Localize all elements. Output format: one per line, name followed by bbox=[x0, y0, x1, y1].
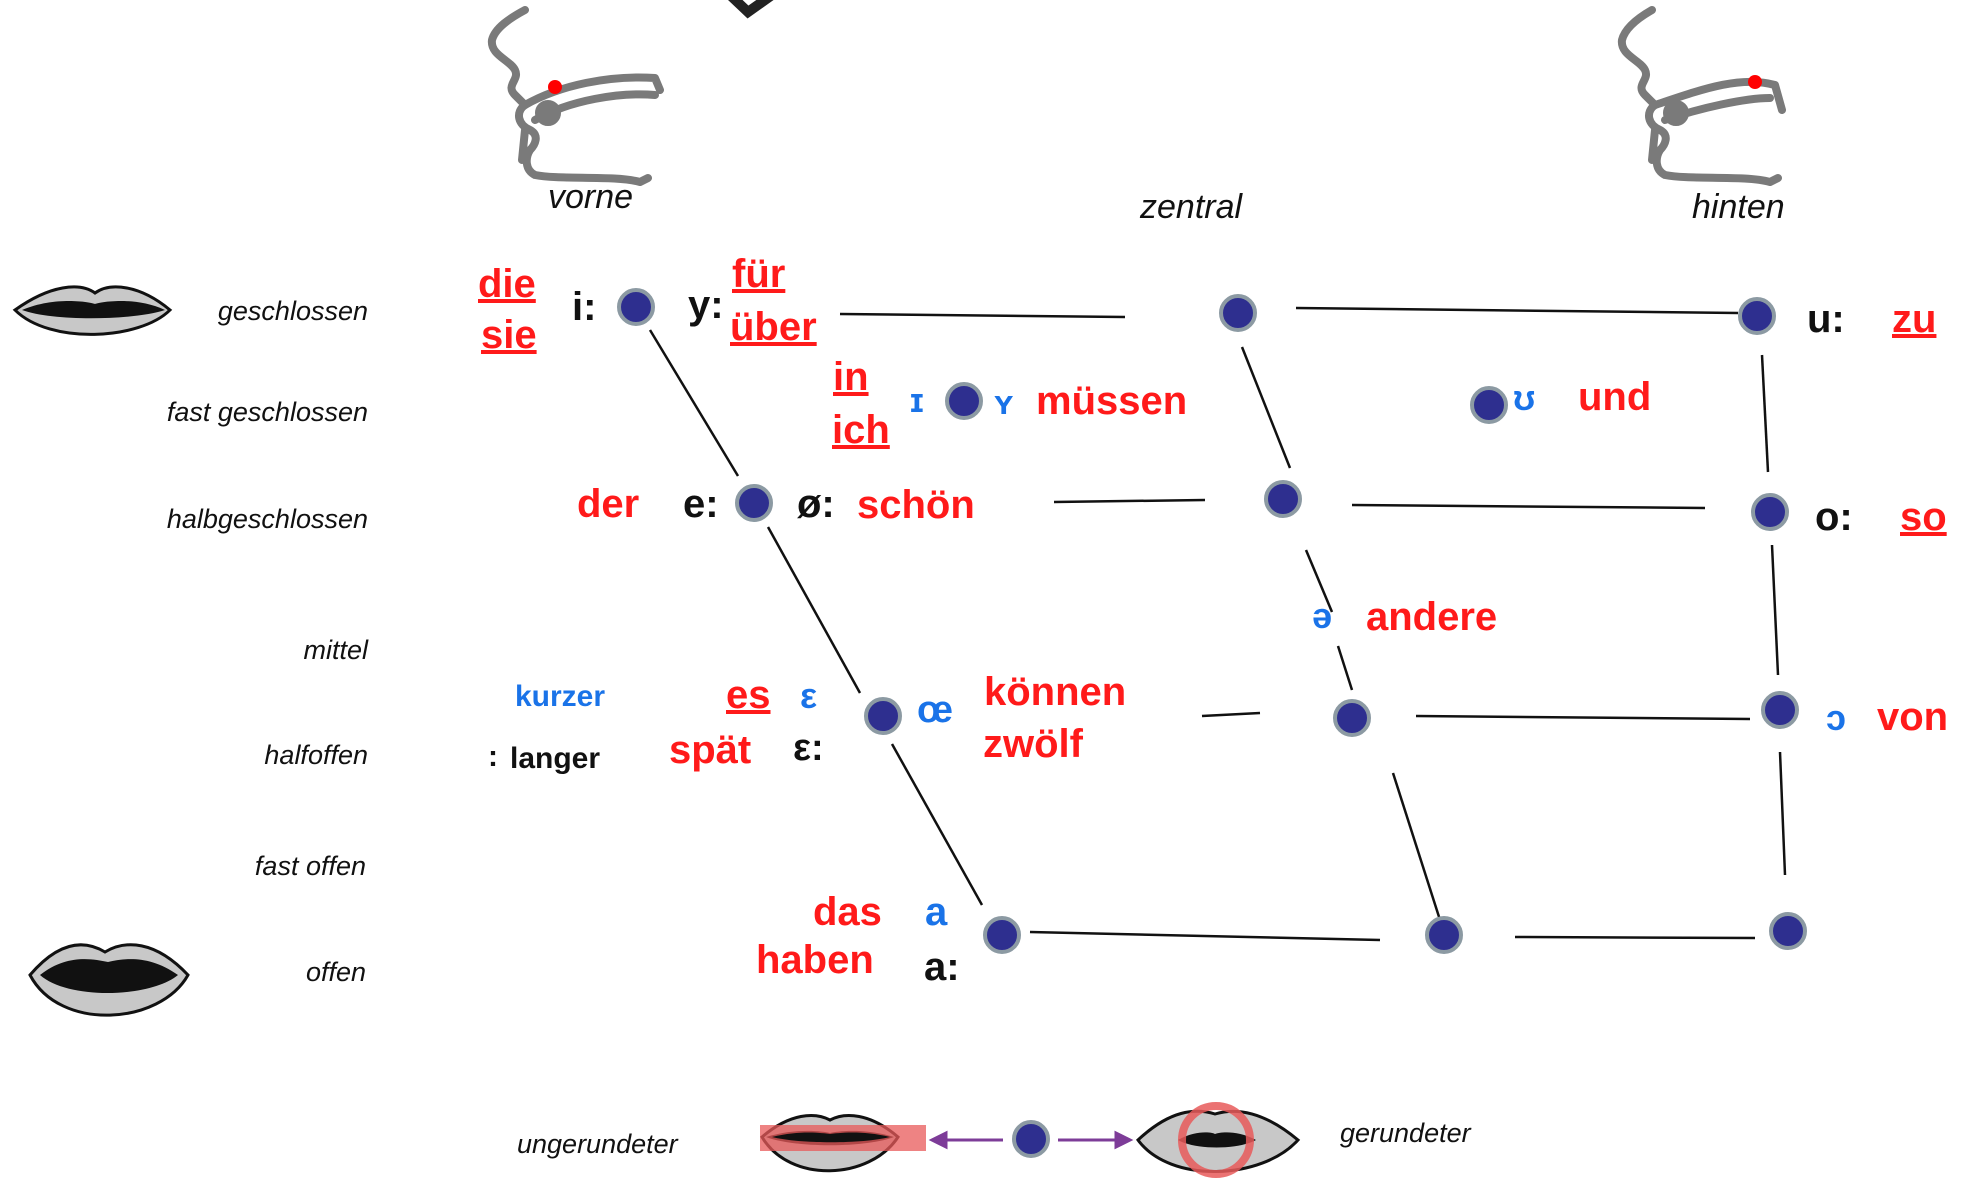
row-label-mid: mittel bbox=[303, 635, 369, 665]
symbol-a-long: a: bbox=[924, 945, 960, 989]
symbol-Y-short: ʏ bbox=[994, 384, 1014, 422]
example-der: der bbox=[577, 482, 639, 526]
vowel-dot-o bbox=[1751, 493, 1789, 531]
vowel-dot-a bbox=[983, 916, 1021, 954]
symbol-u-long: u: bbox=[1807, 297, 1845, 341]
row-label-close-mid: halbgeschlossen bbox=[167, 504, 368, 534]
example-haben: haben bbox=[756, 938, 874, 982]
vowel-dot-open-o bbox=[1761, 691, 1799, 729]
example-schoen: schön bbox=[857, 483, 975, 527]
example-es: es bbox=[726, 673, 771, 717]
vowel-dot-close-central bbox=[1219, 294, 1257, 332]
example-so: so bbox=[1900, 495, 1947, 539]
row-label-near-open: fast offen bbox=[255, 851, 366, 881]
rounding-label-unrounded: ungerundeter bbox=[517, 1129, 679, 1159]
row-label-open-mid: halfoffen bbox=[264, 740, 368, 770]
vowel-dot-u bbox=[1738, 297, 1776, 335]
vowel-dot-open-back bbox=[1769, 912, 1807, 950]
rounding-arrows bbox=[928, 1130, 1134, 1150]
vowel-dot-open-mid-central bbox=[1333, 699, 1371, 737]
example-in: in bbox=[833, 355, 869, 399]
row-label-open: offen bbox=[306, 957, 366, 987]
example-koennen: können bbox=[984, 670, 1126, 714]
symbol-i-long: i: bbox=[572, 285, 596, 329]
symbol-open-o: ɔ bbox=[1826, 697, 1846, 738]
rounding-label-rounded: gerundeter bbox=[1340, 1118, 1472, 1148]
example-muessen: müssen bbox=[1036, 379, 1187, 423]
symbol-e-long: e: bbox=[683, 482, 719, 526]
head-profile-back-icon bbox=[1617, 6, 1786, 186]
symbol-oe-short: œ bbox=[917, 689, 953, 731]
symbol-o-long: o: bbox=[1815, 495, 1853, 539]
column-label-back: hinten bbox=[1692, 188, 1785, 226]
example-die: die bbox=[478, 262, 536, 306]
tongue-point-front bbox=[548, 80, 562, 94]
example-sie: sie bbox=[481, 313, 537, 357]
example-fuer: für bbox=[732, 252, 785, 296]
vowel-dot-eps bbox=[864, 697, 902, 735]
example-ich: ich bbox=[832, 408, 890, 452]
example-und: und bbox=[1578, 375, 1651, 419]
legend-long-marker: : bbox=[488, 740, 498, 773]
symbol-eps-short: ε bbox=[800, 675, 817, 716]
head-profile-front-icon bbox=[487, 6, 664, 186]
legend-short: kurzer bbox=[515, 680, 605, 713]
vowel-trapezoid-lines bbox=[648, 306, 1787, 942]
vowel-dot-open-central bbox=[1425, 916, 1463, 954]
example-spaet: spät bbox=[669, 728, 751, 772]
example-das: das bbox=[813, 890, 882, 934]
rounding-reference-dot bbox=[1012, 1120, 1050, 1158]
vowel-dot-i bbox=[617, 288, 655, 326]
rounded-lips-icon bbox=[1136, 1102, 1301, 1178]
symbol-y-long: y: bbox=[688, 283, 724, 327]
clipped-title-glyph bbox=[728, 0, 774, 19]
symbol-I-short: ɪ bbox=[910, 382, 924, 420]
closed-lips-icon bbox=[12, 285, 173, 336]
tongue-point-back bbox=[1748, 75, 1762, 89]
vowel-dot-e bbox=[735, 484, 773, 522]
example-andere: andere bbox=[1366, 595, 1497, 639]
column-label-central: zentral bbox=[1139, 188, 1243, 226]
vowel-dot-U bbox=[1470, 386, 1508, 424]
row-label-near-close: fast geschlossen bbox=[167, 397, 368, 427]
symbol-eps-long: ε: bbox=[793, 727, 824, 769]
unrounded-lips-icon bbox=[760, 1114, 926, 1173]
symbol-U-short: ʊ bbox=[1513, 377, 1535, 418]
row-label-close: geschlossen bbox=[218, 296, 368, 326]
vowel-dot-close-mid-central bbox=[1264, 480, 1302, 518]
example-zwoelf: zwölf bbox=[983, 722, 1084, 766]
symbol-oe-long: ø: bbox=[797, 482, 835, 526]
symbol-a-short: a bbox=[925, 890, 948, 934]
symbol-schwa: ə bbox=[1312, 595, 1332, 636]
example-ueber: über bbox=[730, 305, 817, 349]
column-label-front: vorne bbox=[548, 178, 633, 216]
open-lips-icon bbox=[28, 943, 190, 1017]
example-zu: zu bbox=[1892, 297, 1936, 341]
vowel-dot-I bbox=[945, 382, 983, 420]
legend-long: langer bbox=[510, 742, 600, 775]
example-von: von bbox=[1877, 695, 1948, 739]
